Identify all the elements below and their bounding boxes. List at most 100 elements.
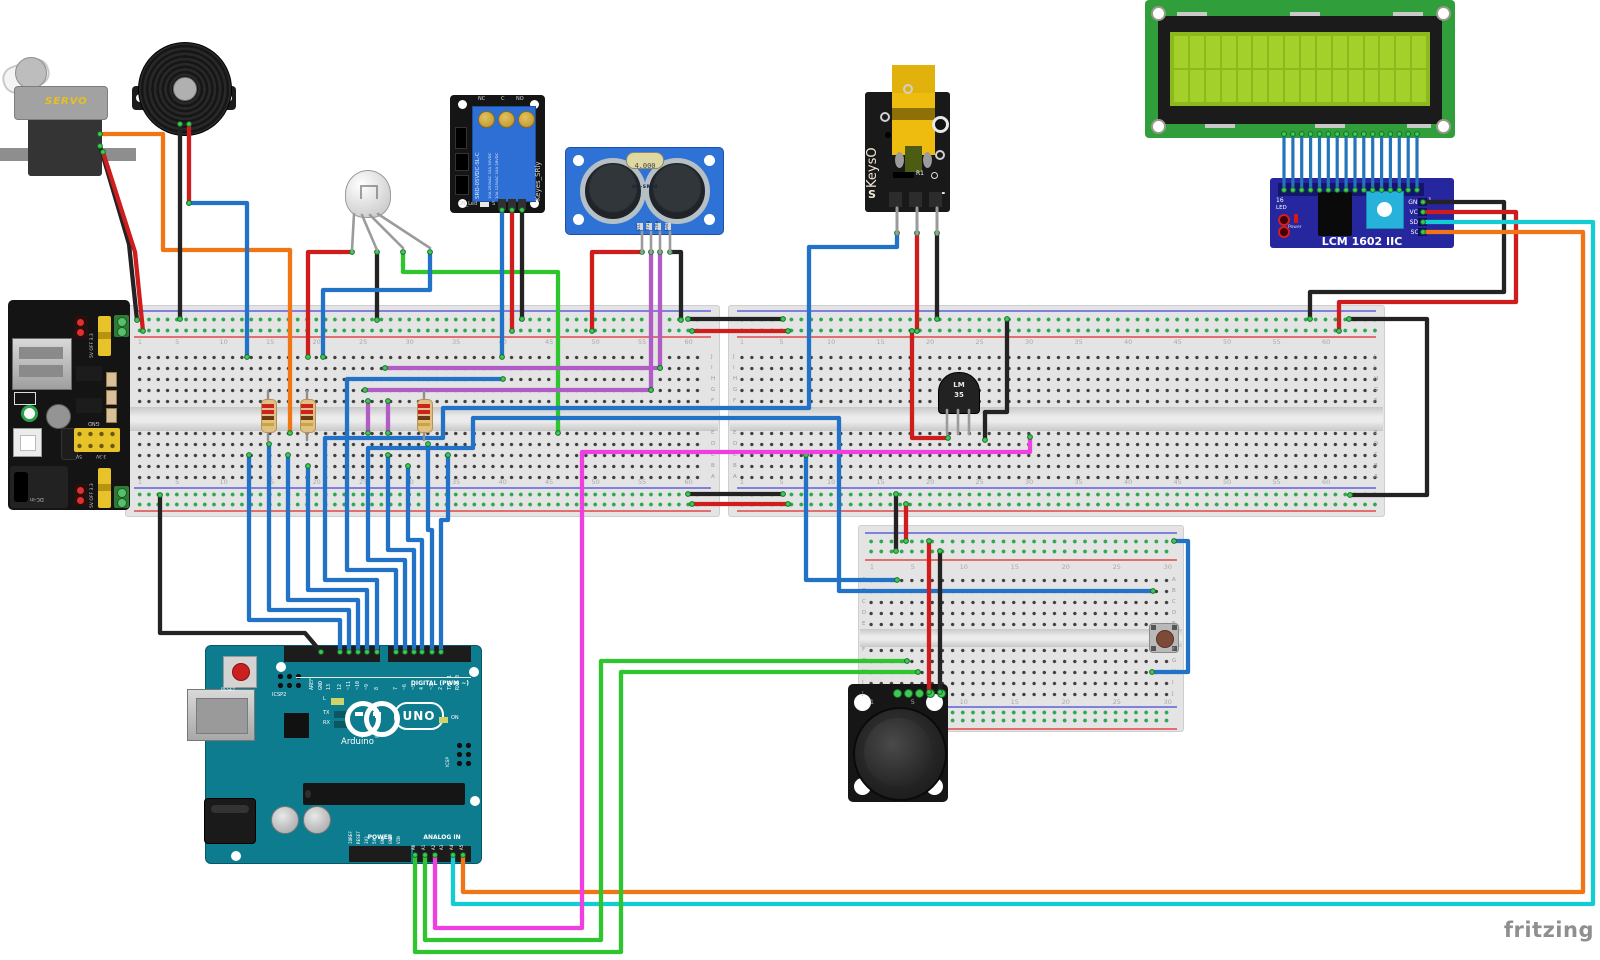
sensor-name: HC-SR04 [632, 185, 658, 190]
breadboard-row-letter: F [1172, 647, 1176, 653]
arduino-digital-pin-label: ~6 [402, 683, 408, 690]
breadboard-row-letter: D [1374, 441, 1379, 447]
arduino-power-pin-label: GND [381, 836, 386, 844]
buzzer [130, 40, 240, 140]
relay-rating: 10A 125VAC 10A 28VDC [494, 152, 499, 199]
buzzer-center [173, 77, 197, 101]
breadboard-row-letter: A [733, 474, 737, 480]
breadboard-column-number: 20 [1061, 698, 1070, 706]
rail-line-pos [865, 559, 1177, 561]
pin-slot [498, 199, 506, 210]
lcd-cell [1285, 70, 1299, 102]
s-label: S [868, 188, 876, 201]
mounting-hole [458, 100, 467, 109]
resistor-band [262, 416, 274, 420]
breadboard-column-number: 60 [1321, 478, 1331, 486]
rail-line-pos [737, 510, 1376, 512]
resistor-band [262, 423, 274, 426]
usb-icon [14, 392, 36, 405]
rail-holes [737, 498, 1377, 510]
breadboard-row-letter: F [862, 647, 866, 653]
barrel-highlight [211, 805, 249, 813]
lm35-temperature-sensor: LM 35 [938, 372, 980, 414]
breadboard-column-number: 60 [1321, 338, 1331, 346]
mounting-hole [231, 851, 241, 861]
lcd-cell [1269, 36, 1284, 68]
breadboard-column-number: 20 [312, 338, 321, 346]
pin-slot [508, 199, 516, 210]
breadboard-row-letter: E [862, 621, 866, 627]
breadboard-column-number: 40 [498, 478, 507, 486]
arduino-digital-pin-label: 12 [337, 683, 343, 690]
breadboard-row-letter: D [733, 441, 738, 447]
breadboard-column-number: 40 [1123, 338, 1133, 346]
led-leg [350, 212, 356, 252]
connection-dot [349, 249, 355, 255]
screw-terminal [114, 486, 129, 508]
rx-led [334, 721, 347, 728]
barrel-opening [14, 472, 28, 502]
logo-minus [355, 712, 363, 716]
breadboard-column-number: 55 [1272, 338, 1281, 346]
rx-label: RX [323, 720, 330, 726]
servo-tab [0, 148, 30, 161]
breadboard-column-number: 35 [1074, 338, 1083, 346]
breadboard-row-letter: B [1374, 463, 1378, 469]
breadboard-row-letter: H [733, 376, 738, 382]
ultrasonic-pin-label: VCC [636, 223, 641, 231]
breadboard-column-number: 1 [739, 338, 745, 346]
ultrasonic-pin-label: Echo [654, 220, 659, 231]
arduino-analog-pin-label: A1 [422, 844, 427, 850]
breadboard-column-number: 25 [975, 478, 984, 486]
lcd-cell [1364, 36, 1379, 68]
breadboard-column-number: 30 [405, 478, 414, 486]
breadboard-column-number: 20 [925, 478, 935, 486]
servo-cap [15, 57, 47, 89]
header-pin [892, 688, 902, 698]
connection-dot [374, 249, 380, 255]
breadboard-row-letter: A [711, 474, 715, 480]
capacitor [271, 806, 299, 834]
r1-label: R1 [916, 170, 924, 177]
grid-holes [737, 427, 1377, 483]
lcd-cell [1221, 36, 1236, 68]
mounting-hole [530, 100, 539, 109]
arduino-analog-pin-label: A3 [440, 844, 445, 850]
connection-dot [186, 200, 192, 206]
breadboard-row-letter: B [733, 463, 737, 469]
rail-holes [135, 498, 705, 510]
l-led [331, 698, 344, 705]
stick-knob [864, 718, 932, 786]
mounting-hole [1436, 119, 1451, 134]
led-block [74, 484, 88, 506]
resistor-band [301, 404, 313, 408]
lcd-cell [1348, 36, 1363, 68]
p16-label: 16 [1276, 197, 1284, 204]
voltage-jumper [98, 468, 111, 508]
gnd-to-arduino-black [157, 492, 324, 655]
lcd-cell [1316, 70, 1331, 102]
servo-top-housing: SERVO [14, 86, 108, 120]
ic-chip [1318, 192, 1352, 236]
usb-slot [19, 365, 63, 377]
lcd-cell [1205, 70, 1220, 102]
breadboard-column-number: 20 [1061, 563, 1070, 571]
lcd-cell [1348, 70, 1363, 102]
breadboard-row-letter: D [1172, 610, 1177, 616]
ic-chip-small [284, 713, 309, 738]
on-led [439, 717, 448, 723]
breadboard-column-number: 10 [959, 563, 968, 571]
terminal-hole [117, 498, 127, 508]
resistor [300, 399, 316, 433]
arduino-power-pin-label: VIN [397, 836, 402, 844]
resistor [417, 399, 433, 433]
lcd-cell [1237, 36, 1252, 68]
icsp2-label: ICSP2 [272, 692, 287, 698]
power-label: Power [1288, 225, 1302, 230]
mounting-hole [1151, 6, 1166, 21]
usb-inner [196, 698, 248, 734]
reset-button [223, 656, 257, 688]
power-label: POWER [367, 834, 393, 841]
breadboard-row-letter: F [733, 398, 737, 404]
transistor [76, 366, 102, 381]
